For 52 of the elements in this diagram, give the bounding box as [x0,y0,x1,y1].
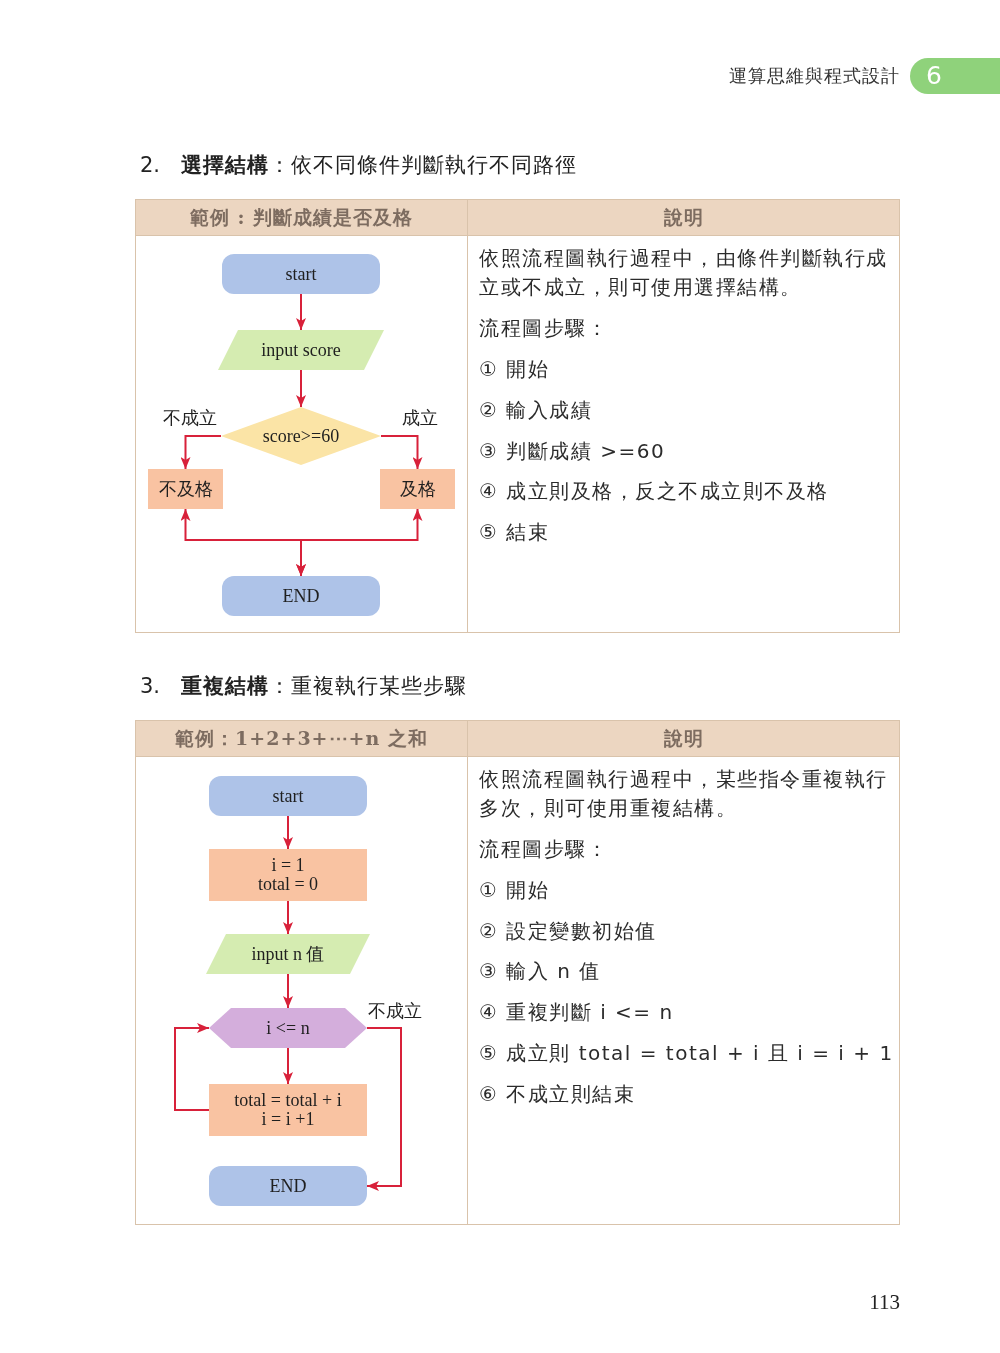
section-number: 3. [140,673,161,700]
arrow [283,815,293,850]
arrow [296,293,306,331]
arrow [180,435,222,470]
arrow [283,973,293,1009]
column-header: 範例：1+2+3+⋯+n 之和 [136,721,467,757]
terminal-box: END [222,576,380,616]
section-heading: 重複結構：重複執行某些步驟 [181,673,467,700]
steps-heading: 流程圖步驟： [479,315,608,342]
terminal-box: start [209,776,367,816]
arrow [283,900,293,935]
step-item: ② 輸入成績 [479,397,593,424]
section-number: 2. [140,152,161,179]
process-box: 及格 [380,469,455,509]
chapter-tab: 6 [910,58,1000,94]
step-item: ① 開始 [479,356,550,383]
arrow [283,1047,293,1085]
page-number: 113 [869,1289,900,1315]
column-header: 說明 [468,200,899,236]
column-header: 範例 : 判斷成績是否及格 [136,200,467,236]
loop-hexagon: i <= n [209,1008,367,1048]
step-item: ② 設定變數初始值 [479,918,657,945]
terminal-box: END [209,1166,367,1206]
step-item: ④ 成立則及格，反之不成立則不及格 [479,478,829,505]
process-box: i = 1 total = 0 [209,849,367,901]
arrow [366,1027,402,1191]
step-item: ③ 輸入 n 值 [479,958,601,985]
input-parallelogram: input n 值 [206,934,370,974]
step-item: ⑤ 成立則 total = total + i 且 i = i + 1 [479,1040,894,1067]
description-text: 依照流程圖執行過程中，某些指令重複執行多次，則可使用重複結構。 [479,766,889,822]
double-headed-arrow [296,508,423,577]
steps-heading: 流程圖步驟： [479,836,608,863]
running-header: 運算思維與程式設計 [729,64,900,88]
terminal-box: start [222,254,380,294]
description-text: 依照流程圖執行過程中，由條件判斷執行成立或不成立，則可使用選擇結構。 [479,245,889,301]
step-item: ③ 判斷成績 >=60 [479,438,666,465]
process-box: total = total + i i = i +1 [209,1084,367,1136]
step-item: ④ 重複判斷 i <= n [479,999,674,1026]
decision-diamond: score>=60 [221,407,381,465]
step-item: ⑤ 結束 [479,519,550,546]
edge-label: 成立 [402,407,438,429]
step-item: ① 開始 [479,877,550,904]
arrow [296,369,306,408]
section-heading: 選擇結構：依不同條件判斷執行不同路徑 [181,152,577,179]
arrow [174,1023,210,1111]
column-header: 說明 [468,721,899,757]
process-box: 不及格 [148,469,223,509]
input-parallelogram: input score [218,330,384,370]
arrow [380,435,423,470]
edge-label: 不成立 [368,1000,422,1022]
step-item: ⑥ 不成立則結束 [479,1081,636,1108]
edge-label: 不成立 [163,407,217,429]
